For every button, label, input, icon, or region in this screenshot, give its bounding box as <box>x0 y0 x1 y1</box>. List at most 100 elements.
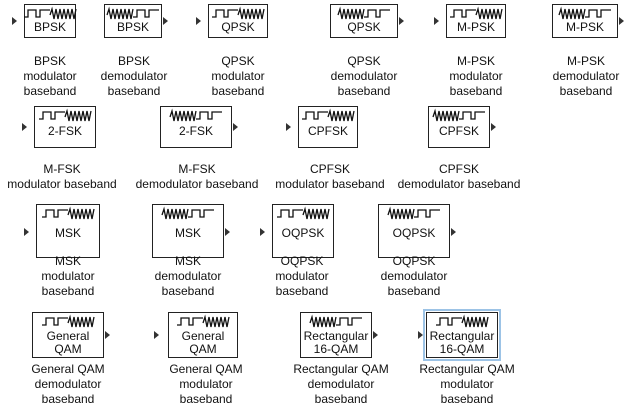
output-port[interactable] <box>399 17 404 25</box>
input-port[interactable] <box>418 331 423 339</box>
block-body[interactable]: M-PSK <box>552 4 618 38</box>
block-label: General QAM <box>46 329 90 356</box>
block-caption: CPFSK demodulator baseband <box>397 162 521 191</box>
output-port[interactable] <box>225 228 230 236</box>
block-caption: M-FSK demodulator baseband <box>135 162 259 191</box>
block-msk-demod[interactable]: MSK MSK demodulator baseband <box>152 204 242 300</box>
block-qpsk-mod[interactable]: QPSK QPSK modulator baseband <box>196 4 282 100</box>
block-label: CPFSK <box>307 124 348 138</box>
block-label: BPSK <box>33 20 66 34</box>
output-port[interactable] <box>619 17 624 25</box>
block-caption: Rectangular QAM demodulator baseband <box>293 362 389 406</box>
block-caption: MSK modulator baseband <box>41 254 95 298</box>
block-body-selected[interactable]: Rectangular 16-QAM <box>423 309 501 361</box>
block-general-qam-mod[interactable]: General QAM General QAM modulator baseba… <box>154 312 250 407</box>
waveform-icon <box>161 206 214 220</box>
block-cpfsk-mod[interactable]: CPFSK CPFSK modulator baseband <box>275 106 385 194</box>
block-caption: OQPSK demodulator baseband <box>380 254 448 298</box>
block-body[interactable]: Rectangular 16-QAM <box>300 312 372 358</box>
block-body[interactable]: OQPSK <box>378 204 450 258</box>
block-rect-qam-mod[interactable]: Rectangular 16-QAM Rectangular QAM modul… <box>418 309 518 407</box>
block-caption: QPSK modulator baseband <box>211 54 265 98</box>
block-label: MSK <box>174 226 201 240</box>
block-oqpsk-mod[interactable]: OQPSK OQPSK modulator baseband <box>260 204 356 300</box>
input-port[interactable] <box>22 123 27 131</box>
waveform-icon <box>337 6 390 20</box>
block-caption: QPSK demodulator baseband <box>330 54 398 98</box>
waveform-icon <box>42 206 95 220</box>
block-label: BPSK <box>116 20 149 34</box>
block-body[interactable]: BPSK <box>104 4 162 38</box>
block-label: Rectangular 16-QAM <box>303 329 369 356</box>
block-caption: M-FSK modulator baseband <box>7 162 117 191</box>
block-body[interactable]: OQPSK <box>272 204 334 258</box>
block-caption: M-PSK modulator baseband <box>449 54 503 98</box>
block-label: M-PSK <box>456 20 495 34</box>
waveform-icon <box>39 108 92 122</box>
input-port[interactable] <box>286 123 291 131</box>
waveform-icon <box>177 314 230 328</box>
waveform-icon <box>309 314 362 328</box>
waveform-icon <box>42 314 95 328</box>
block-body[interactable]: MSK <box>152 204 224 258</box>
block-caption: Rectangular QAM modulator baseband <box>419 362 515 406</box>
input-port[interactable] <box>154 331 159 339</box>
block-body[interactable]: General QAM <box>32 312 104 358</box>
block-label: OQPSK <box>392 226 436 240</box>
block-body[interactable]: BPSK <box>24 4 77 38</box>
waveform-icon <box>277 206 330 220</box>
block-qpsk-demod[interactable]: QPSK QPSK demodulator baseband <box>330 4 410 100</box>
input-port[interactable] <box>24 228 29 236</box>
block-body[interactable]: M-PSK <box>446 4 506 38</box>
waveform-icon <box>558 6 611 20</box>
block-body[interactable]: QPSK <box>330 4 398 38</box>
block-caption: CPFSK modulator baseband <box>275 162 385 191</box>
waveform-icon <box>169 108 222 122</box>
block-body[interactable]: CPFSK <box>428 106 490 148</box>
block-body[interactable]: MSK <box>36 204 100 258</box>
output-port[interactable] <box>105 331 110 339</box>
input-port[interactable] <box>196 17 201 25</box>
output-port[interactable] <box>491 123 496 131</box>
block-label: Rectangular 16-QAM <box>429 329 495 356</box>
block-cpfsk-demod[interactable]: CPFSK CPFSK demodulator baseband <box>398 106 520 194</box>
block-label: QPSK <box>347 20 381 34</box>
block-bpsk-demod[interactable]: BPSK BPSK demodulator baseband <box>101 4 184 100</box>
waveform-icon <box>387 206 440 220</box>
block-caption: MSK demodulator baseband <box>154 254 222 298</box>
block-body[interactable]: QPSK <box>208 4 268 38</box>
block-body[interactable]: General QAM <box>168 312 238 358</box>
waveform-icon <box>24 6 77 20</box>
block-bpsk-mod[interactable]: BPSK BPSK modulator baseband <box>12 4 98 100</box>
block-oqpsk-demod[interactable]: OQPSK OQPSK demodulator baseband <box>378 204 468 300</box>
block-body[interactable]: 2-FSK <box>160 106 232 148</box>
block-label: 2-FSK <box>178 124 213 138</box>
block-body[interactable]: 2-FSK <box>34 106 96 148</box>
waveform-icon <box>450 6 503 20</box>
block-caption: General QAM modulator baseband <box>169 362 243 406</box>
block-caption: M-PSK demodulator baseband <box>552 54 620 98</box>
output-port[interactable] <box>451 228 456 236</box>
input-port[interactable] <box>434 17 439 25</box>
block-msk-mod[interactable]: MSK MSK modulator baseband <box>24 204 120 300</box>
output-port[interactable] <box>163 17 168 25</box>
block-caption: BPSK modulator baseband <box>23 54 77 98</box>
block-mpsk-mod[interactable]: M-PSK M-PSK modulator baseband <box>434 4 520 100</box>
waveform-icon <box>302 108 355 122</box>
block-caption: General QAM demodulator baseband <box>31 362 105 406</box>
block-label: General QAM <box>181 329 225 356</box>
input-port[interactable] <box>260 228 265 236</box>
block-label: CPFSK <box>438 124 479 138</box>
block-body[interactable]: CPFSK <box>298 106 358 148</box>
input-port[interactable] <box>12 17 17 25</box>
output-port[interactable] <box>373 331 378 339</box>
block-rect-qam-demod[interactable]: Rectangular 16-QAM Rectangular QAM demod… <box>293 312 389 407</box>
block-caption: OQPSK modulator baseband <box>275 254 329 298</box>
block-mfsk-demod[interactable]: 2-FSK M-FSK demodulator baseband <box>136 106 258 194</box>
output-port[interactable] <box>233 123 238 131</box>
block-general-qam-demod[interactable]: General QAM General QAM demodulator base… <box>30 312 120 407</box>
block-mpsk-demod[interactable]: M-PSK M-PSK demodulator baseband <box>550 4 629 100</box>
waveform-icon <box>432 108 485 122</box>
block-mfsk-mod[interactable]: 2-FSK M-FSK modulator baseband <box>7 106 118 194</box>
